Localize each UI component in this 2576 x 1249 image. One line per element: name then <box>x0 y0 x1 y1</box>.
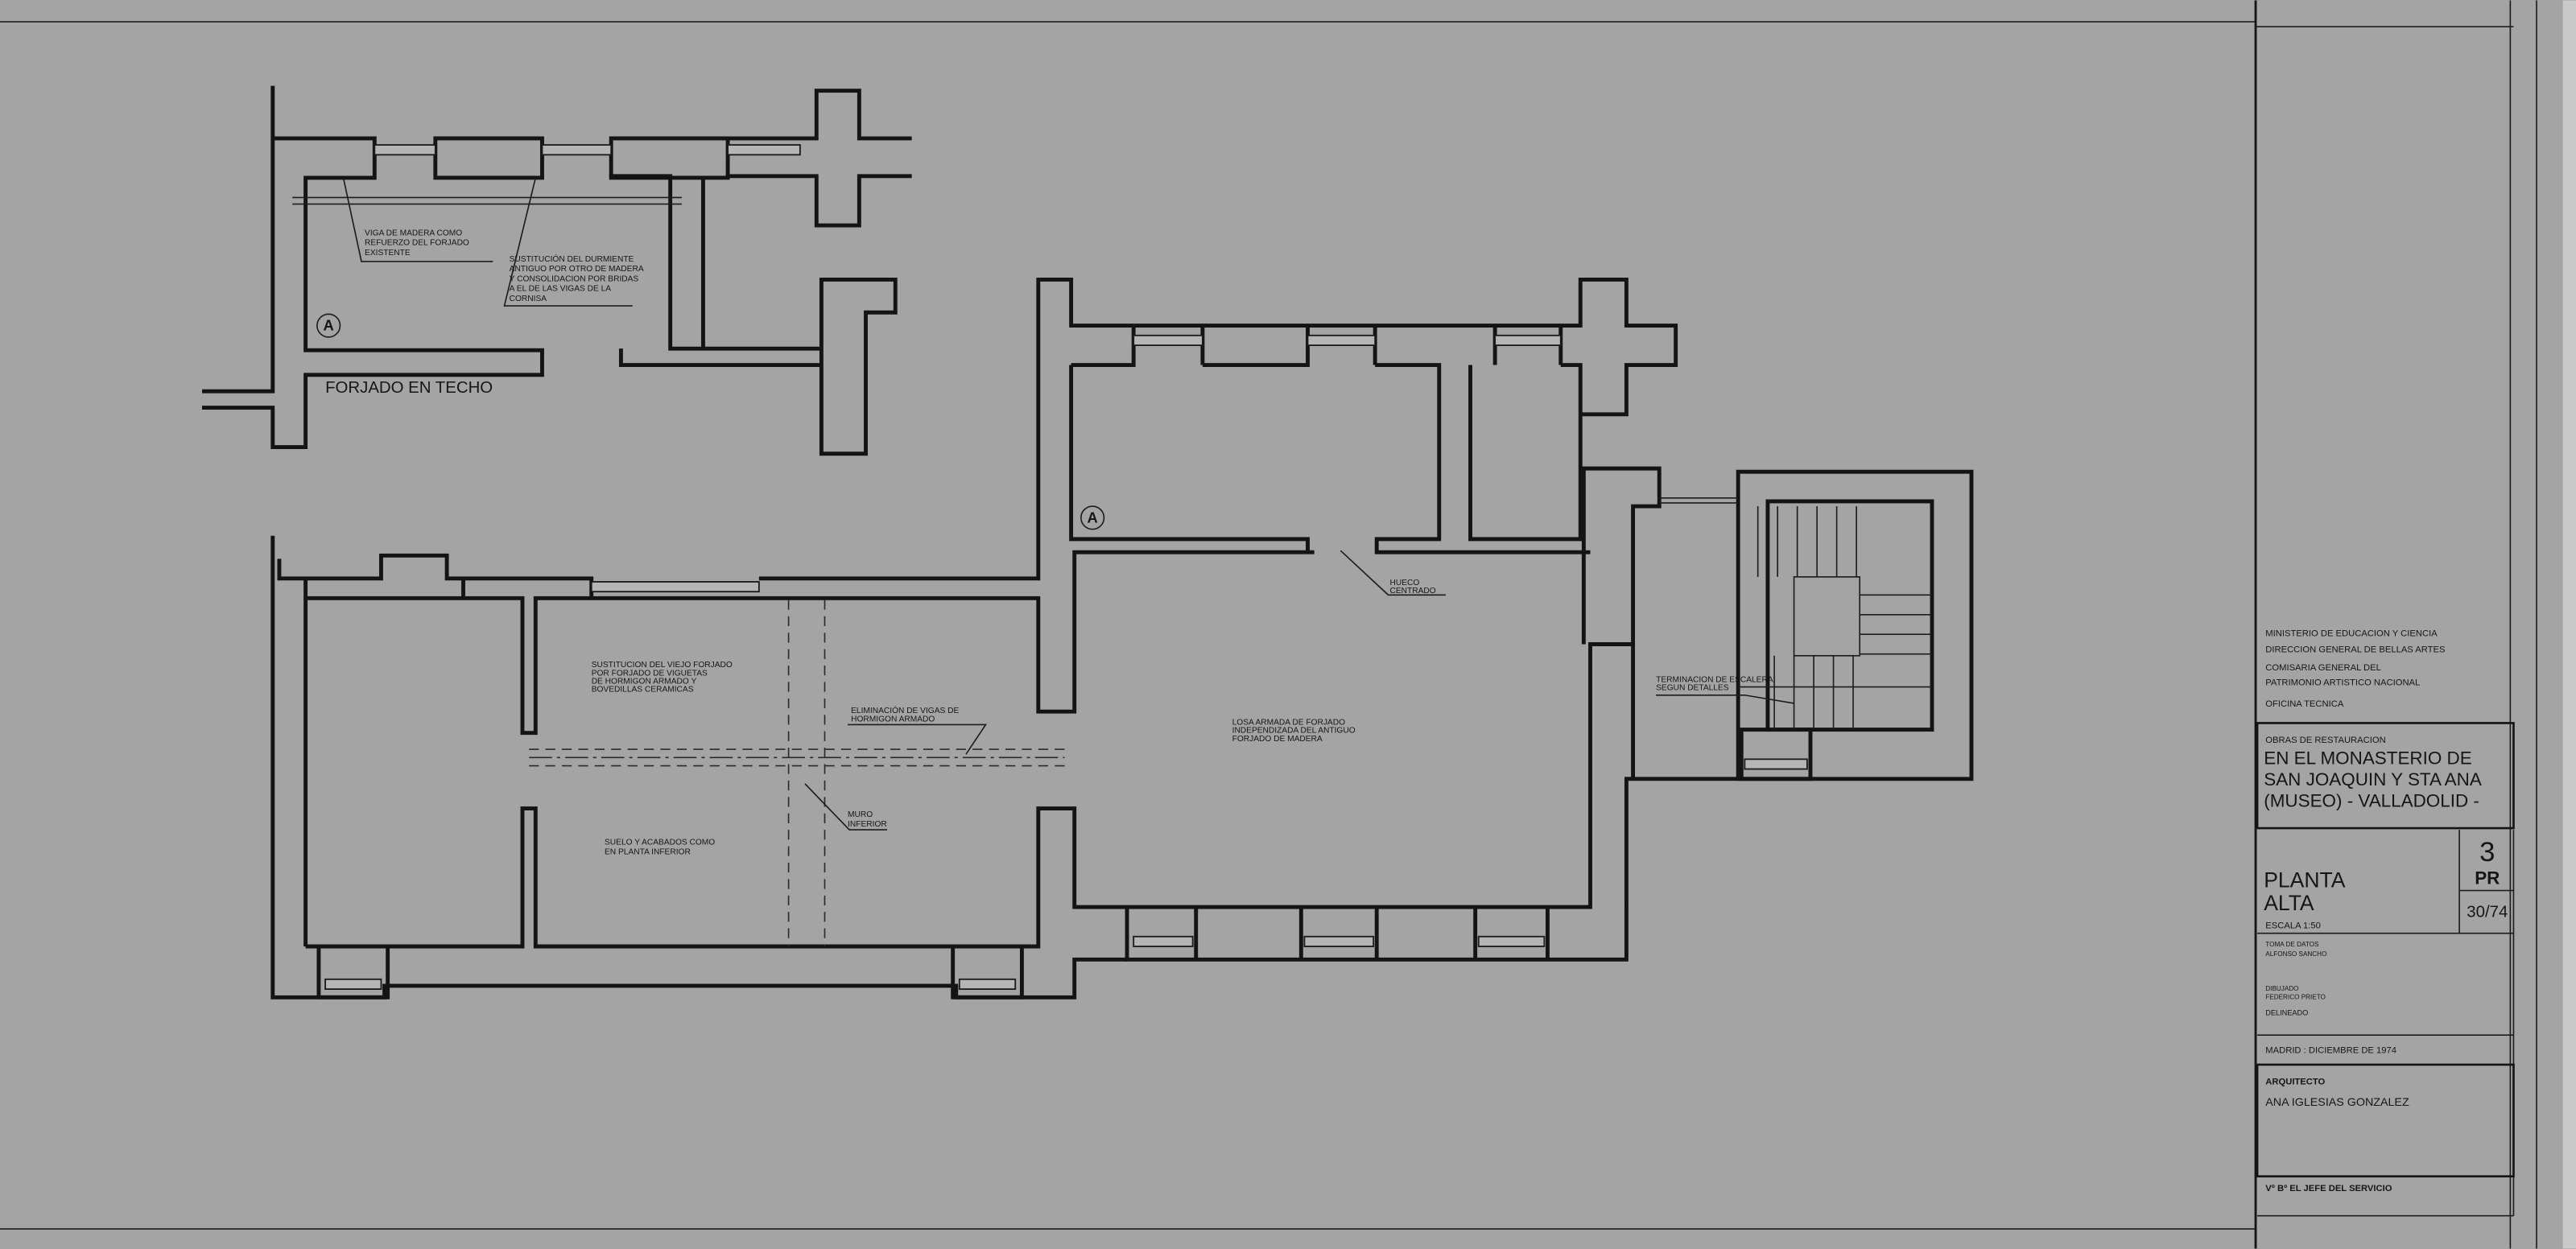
approval-label: Vº Bº EL JEFE DEL SERVICIO <box>2265 1184 2392 1193</box>
section-marker-a-main: A <box>1088 509 1098 526</box>
place-date: MADRID : DICIEMBRE DE 1974 <box>2265 1046 2396 1056</box>
stair-treads <box>1738 506 1932 730</box>
office-label: OFICINA TECNICA <box>2265 699 2344 709</box>
delineado-label: DELINEADO <box>2265 1009 2308 1017</box>
architect-name: ANA IGLESIAS GONZALEZ <box>2265 1096 2409 1109</box>
reference-number: 30/74 <box>2467 903 2508 921</box>
inset-label: FORJADO EN TECHO <box>325 379 493 397</box>
architect-label: ARQUITECTO <box>2265 1077 2325 1086</box>
sheet-number: 3 <box>2479 837 2495 868</box>
section-marker-a: A <box>324 317 334 334</box>
sheet-code: PR <box>2475 868 2500 888</box>
scale-label: ESCALA 1:50 <box>2265 921 2321 931</box>
project-subtitle: OBRAS DE RESTAURACION <box>2265 736 2385 745</box>
